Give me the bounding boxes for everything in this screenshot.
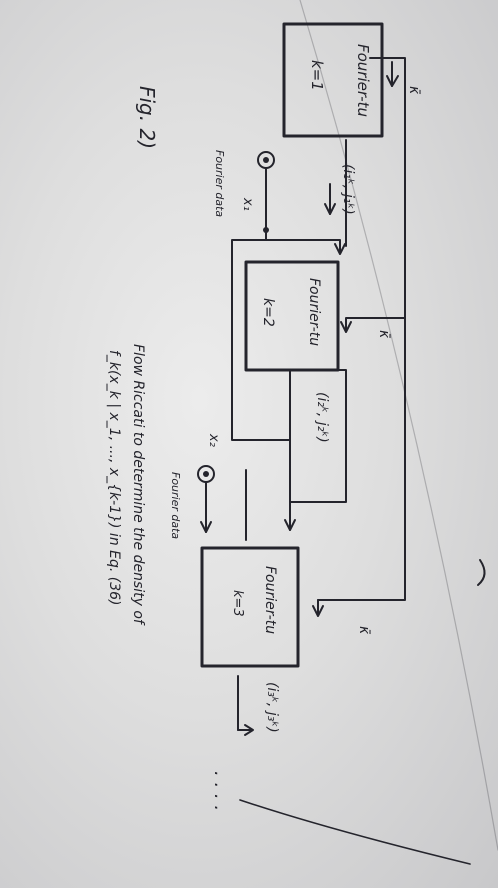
stage1-title: Fourier-tu [354,44,372,117]
sample1-label: (i₁ᵏ, j₁ᵏ) [340,164,356,215]
x1-label: x₁ [240,197,255,211]
arrowhead [244,724,254,736]
kappa-label-2: κ̄ [376,330,392,339]
stage3-title: Fourier-tu [262,566,278,634]
kappa-label-1: κ̄ [406,86,422,95]
stage-box-k1 [282,22,384,138]
kappa-branch-to-k2 [345,317,406,331]
caption-line1: Flow Riccati to determine the density of [130,344,146,626]
continuation-dots: · · · · [205,770,226,810]
sample3-label: (i₃ᵏ, j₃ᵏ) [264,682,280,733]
x1-to-k2 [265,239,341,253]
stage1-index: k=1 [308,60,326,91]
arrowhead [284,519,296,531]
kappa-feed-rail [317,57,406,601]
page-crease [239,799,471,865]
caption-line2: f_k(x_k | x_1, ..., x_{k-1}) in Eq. (36) [106,350,122,606]
stage3-index: k=3 [230,590,245,617]
figure-label: Fig. 2) [135,86,159,149]
arrowhead [324,203,336,215]
arrowhead [386,75,399,87]
stage2-index: k=2 [260,298,276,327]
x1-bypass [231,239,291,441]
stage2-title: Fourier-tu [306,278,322,346]
sample2-label: (i₂ᵏ, j₂ᵏ) [314,392,330,443]
fourier-data-dot-2 [203,471,209,477]
x2-label: x₂ [206,433,221,447]
fourier-data-label-1: Fourier data [213,150,226,217]
x1-junction [263,227,269,233]
kappa-label-3: κ̄ [356,626,372,635]
page-curl-shadow [299,0,498,851]
arrowhead [340,321,352,333]
sample2-frame [289,369,347,503]
arrowhead [334,243,346,255]
fourier-data-dot-1 [263,157,269,163]
arrowhead [200,521,212,533]
stage-box-k2 [244,260,340,372]
arrowhead [312,605,324,617]
stage-box-k3 [200,546,300,668]
fourier-data-label-2: Fourier data [169,472,182,539]
stray-ink-mark [477,559,486,586]
